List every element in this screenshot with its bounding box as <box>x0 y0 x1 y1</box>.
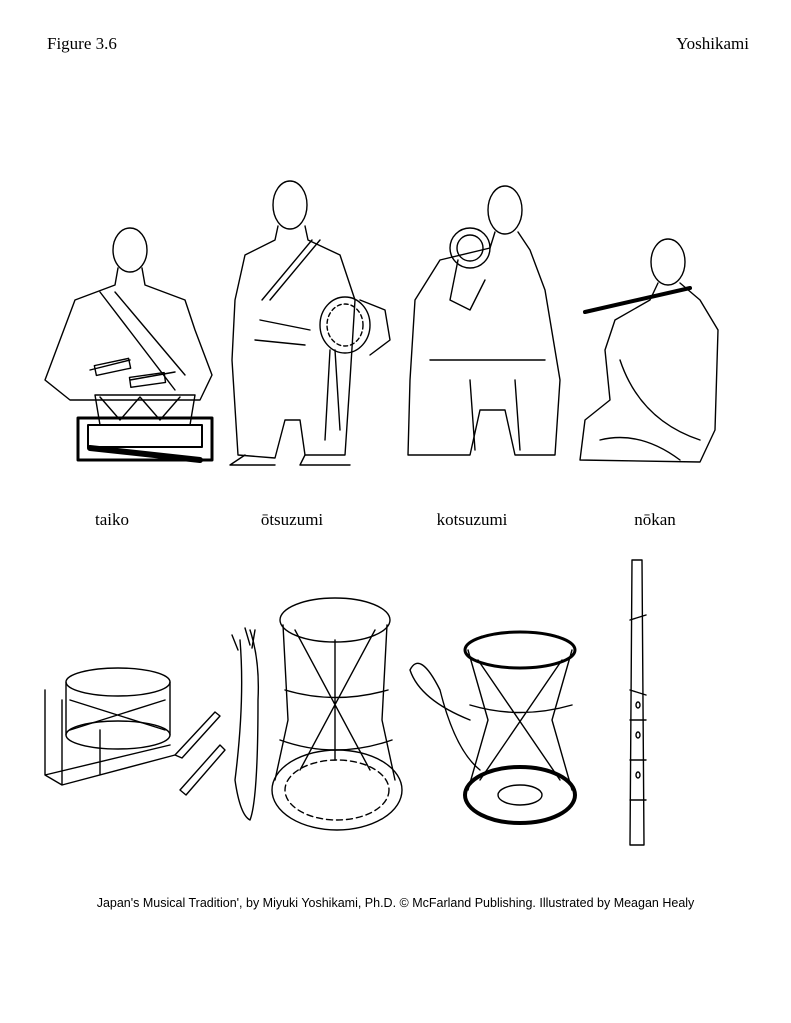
caption: Japan's Musical Tradition', by Miyuki Yo… <box>96 896 695 910</box>
figure-label: Figure 3.6 <box>47 34 117 53</box>
taiko-drum-drawing <box>44 667 226 796</box>
otsuzumi-drum-drawing <box>231 597 403 831</box>
label-otsuzumi: ōtsuzumi <box>260 510 324 529</box>
nokan-flute-drawing <box>629 559 647 846</box>
otsuzumi-player-drawing <box>229 180 391 466</box>
kotsuzumi-player-drawing <box>407 185 561 456</box>
label-taiko: taiko <box>95 510 129 529</box>
author-name: Yoshikami <box>676 34 749 53</box>
label-nokan: nōkan <box>634 510 676 529</box>
nokan-player-drawing <box>579 238 719 463</box>
taiko-player-drawing <box>44 227 214 463</box>
label-kotsuzumi: kotsuzumi <box>436 510 508 529</box>
kotsuzumi-drum-drawing <box>409 630 577 825</box>
